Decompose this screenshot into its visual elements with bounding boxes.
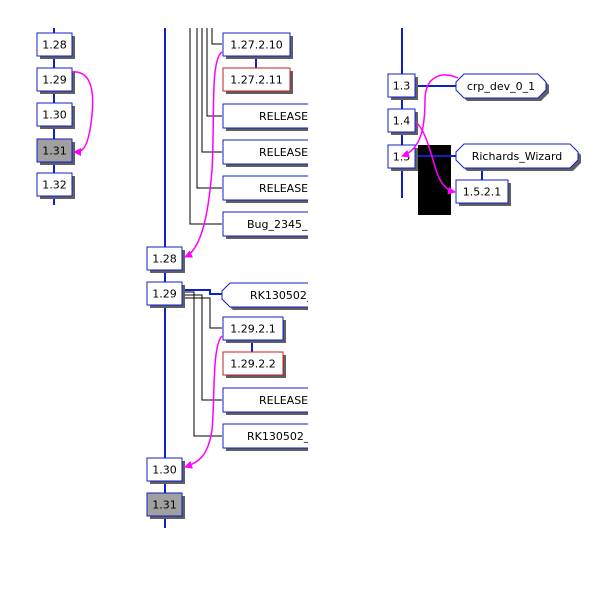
tag-label: RELEASE_ xyxy=(259,394,314,407)
branch-node[interactable]: RK130502_E xyxy=(221,282,325,310)
revision-node[interactable]: 1.29 xyxy=(36,67,75,94)
revision-node[interactable]: 1.28 xyxy=(146,246,185,273)
tag-label: RELEASE_ xyxy=(259,182,314,195)
revision-node[interactable]: 1.32 xyxy=(36,172,75,199)
revision-label: 1.31 xyxy=(42,145,67,158)
branch-revision-node[interactable]: 1.27.2.10 xyxy=(222,32,293,59)
revision-node[interactable]: 1.28 xyxy=(36,32,75,59)
tag-node[interactable]: Bug_2345_1 xyxy=(222,211,326,239)
revision-node[interactable]: 1.29 xyxy=(146,281,185,308)
revision-label: 1.29.2.2 xyxy=(230,358,275,371)
branch-label: RK130502_E xyxy=(250,289,319,302)
revision-label: 1.3 xyxy=(393,80,411,93)
revision-label: 1.31 xyxy=(152,499,177,512)
branch-revision-node[interactable]: 1.29.2.2 xyxy=(222,351,286,378)
revision-label: 1.28 xyxy=(152,253,177,266)
tag-node[interactable]: RELEASE_ xyxy=(222,103,326,131)
merge-arrow xyxy=(401,74,459,158)
branch-revision-node[interactable]: 1.29.2.1 xyxy=(222,316,286,343)
revision-label: 1.29 xyxy=(42,74,67,87)
tag-label: Bug_2345_1 xyxy=(247,218,315,231)
tag-label: RELEASE_ xyxy=(259,146,314,159)
tag-node[interactable]: RK130502_E xyxy=(222,423,326,451)
branch-revision-node[interactable]: 1.5.2.1 xyxy=(455,179,511,206)
revision-node[interactable]: 1.4 xyxy=(387,108,418,135)
revision-label: 1.29.2.1 xyxy=(230,323,275,336)
tag-node[interactable]: RELEASE_ xyxy=(222,139,326,167)
tag-label: RELEASE_ xyxy=(259,110,314,123)
revision-node[interactable]: 1.30 xyxy=(36,102,75,129)
revision-label: 1.30 xyxy=(42,109,67,122)
revision-label: 1.5.2.1 xyxy=(463,186,501,199)
revision-label: 1.5 xyxy=(393,151,411,164)
revision-label: 1.27.2.10 xyxy=(230,39,282,52)
merge-arrow xyxy=(71,71,94,156)
revision-node[interactable]: 1.31 xyxy=(36,138,75,165)
merge-arrow xyxy=(184,51,223,258)
merge-arrow xyxy=(184,335,223,469)
branch-label: Richards_Wizard xyxy=(472,150,563,163)
branch-label: crp_dev_0_1 xyxy=(467,80,535,93)
revision-label: 1.29 xyxy=(152,288,177,301)
revision-node[interactable]: 1.31 xyxy=(146,492,185,519)
tag-node[interactable]: RELEASE_ xyxy=(222,387,326,415)
revision-node[interactable]: 1.30 xyxy=(146,457,185,484)
revision-label: 1.32 xyxy=(42,179,67,192)
revision-label: 1.30 xyxy=(152,464,177,477)
revision-label: 1.4 xyxy=(393,115,411,128)
branch-revision-node[interactable]: 1.27.2.11 xyxy=(222,67,293,94)
revision-node[interactable]: 1.3 xyxy=(387,73,418,100)
merge-arrow xyxy=(415,121,456,195)
branch-connectors-mid xyxy=(183,289,253,437)
revision-label: 1.27.2.11 xyxy=(230,74,282,87)
branch-node[interactable]: crp_dev_0_1 xyxy=(455,73,549,101)
tag-label: RK130502_E xyxy=(247,430,316,443)
revision-label: 1.28 xyxy=(42,39,67,52)
branch-node[interactable]: Richards_Wizard xyxy=(455,143,581,171)
tag-node[interactable]: RELEASE_ xyxy=(222,175,326,203)
